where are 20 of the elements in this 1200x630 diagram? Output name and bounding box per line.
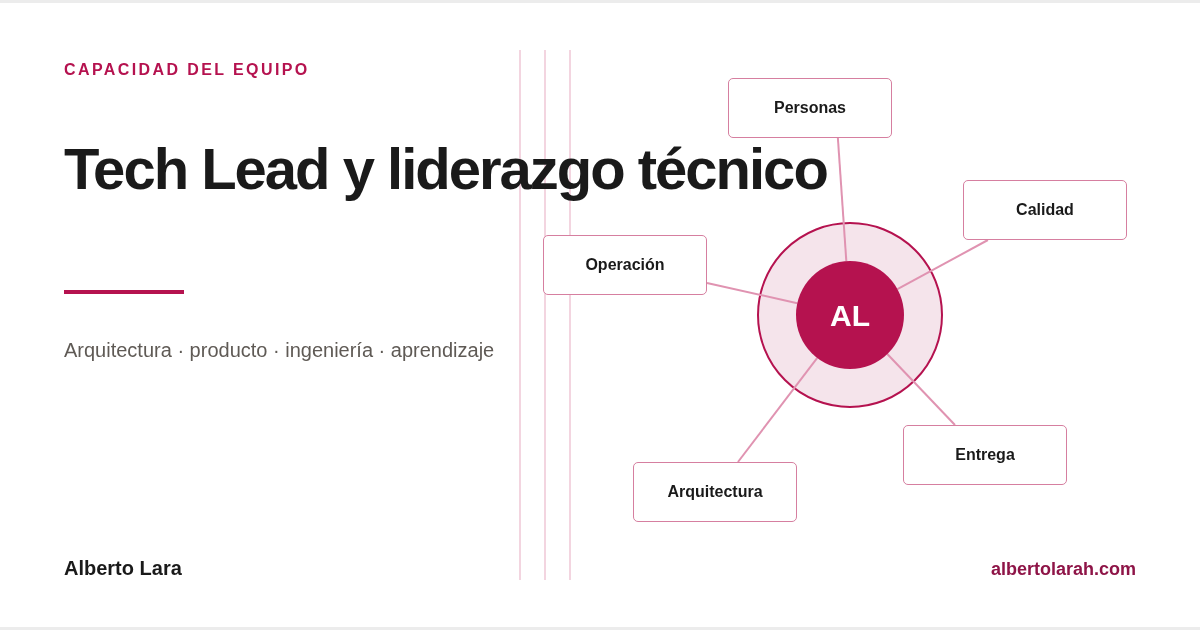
topic-box (903, 425, 1067, 485)
topic-box (728, 78, 892, 138)
topic-label: Personas (773, 98, 846, 118)
topic-label: Calidad (1016, 200, 1074, 220)
author-name: Alberto Lara (64, 558, 182, 578)
topic-box (633, 462, 797, 522)
connector-line (896, 239, 989, 291)
topic-label: Operación (585, 255, 665, 275)
website-url: albertolarah.com (990, 560, 1136, 578)
connector-line (886, 353, 956, 426)
topic-label: Arquitectura (667, 482, 763, 502)
initials-text: AL (830, 298, 870, 332)
section-kicker: CAPACIDAD DEL EQUIPO (64, 62, 310, 78)
topic-label: Entrega (955, 445, 1015, 465)
connector-line (706, 282, 799, 305)
connector-line (736, 356, 819, 463)
connector-line (836, 137, 848, 263)
topic-box (543, 235, 707, 295)
subtitle: Arquitectura · producto · ingeniería · aprendizaje (64, 340, 495, 360)
topic-box (963, 180, 1127, 240)
